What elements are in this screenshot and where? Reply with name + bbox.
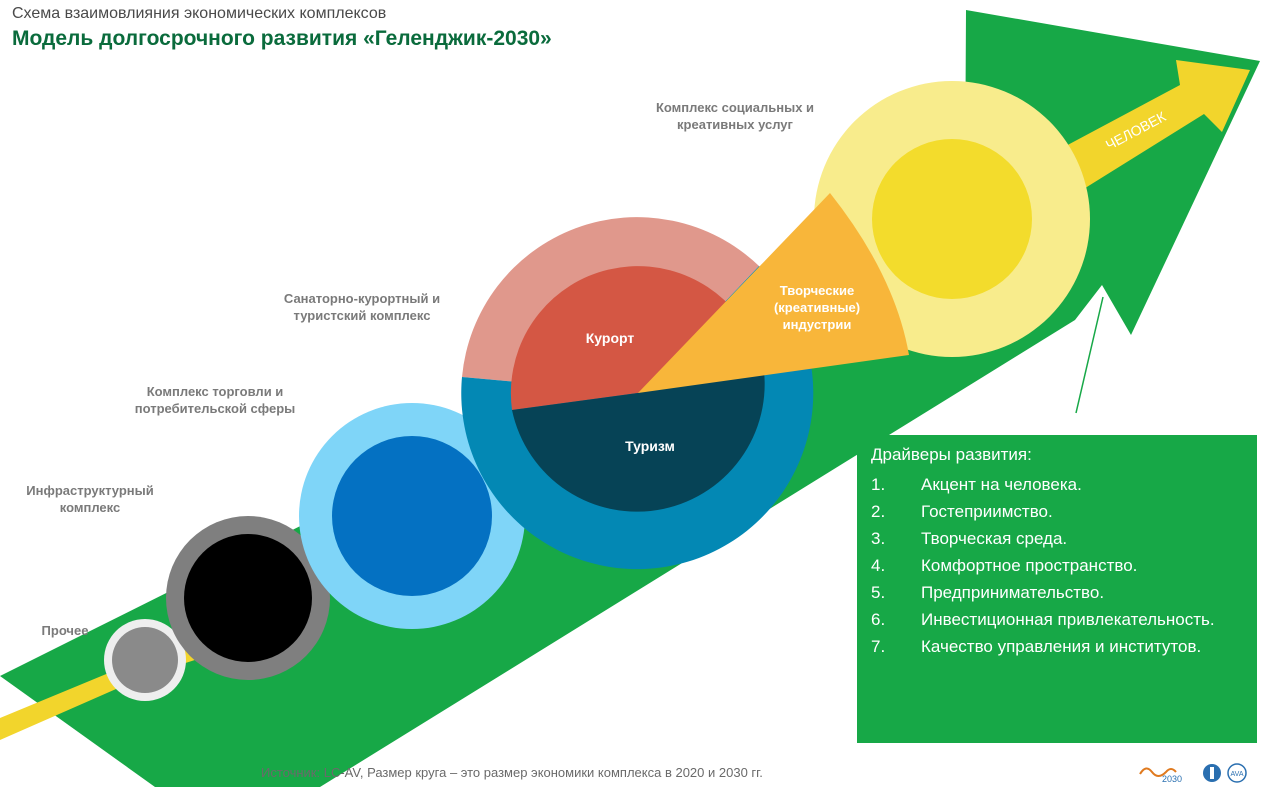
logos: 2030 AVA	[1139, 763, 1247, 784]
label-infra: Инфраструктурный комплекс	[26, 483, 154, 515]
driver-item: 7. Качество управления и институтов.	[871, 635, 1257, 658]
driver-text: Акцент на человека.	[921, 475, 1082, 494]
turizm-segment	[512, 358, 765, 512]
connector-line	[1075, 296, 1104, 414]
creative-wedge	[638, 193, 909, 393]
turizm-label: Туризм	[625, 438, 675, 454]
diagram-subtitle: Схема взаимовлияния экономических компле…	[12, 5, 387, 22]
lighthouse-logo	[1203, 764, 1221, 782]
drivers-box: Драйверы развития: 1. Акцент на человека.…	[857, 435, 1257, 743]
svg-text:AVA: AVA	[1231, 771, 1244, 778]
ava-logo: AVA	[1227, 763, 1247, 783]
yellow-arrow-head	[1062, 60, 1250, 190]
driver-item: 5. Предпринимательство.	[871, 581, 1257, 604]
driver-item: 3. Творческая среда.	[871, 527, 1257, 550]
driver-number: 6.	[871, 610, 886, 629]
driver-number: 4.	[871, 556, 886, 575]
driver-text: Гостеприимство.	[921, 502, 1053, 521]
kurort-segment	[510, 266, 738, 410]
svg-text:2030: 2030	[1162, 774, 1182, 784]
kurort-label: Курорт	[585, 330, 635, 346]
driver-item: 1. Акцент на человека.	[871, 473, 1257, 496]
gelendzhik-logo: 2030	[1139, 767, 1182, 784]
driver-text: Комфортное пространство.	[921, 556, 1138, 575]
driver-text: Качество управления и институтов.	[921, 637, 1202, 656]
driver-text: Инвестиционная привлекательность.	[921, 610, 1215, 629]
label-other: Прочее	[41, 623, 89, 638]
driver-number: 1.	[871, 475, 886, 494]
label-social: Комплекс социальных и креативных услуг	[655, 100, 815, 132]
driver-number: 7.	[871, 637, 886, 656]
drivers-title: Драйверы развития:	[871, 445, 1032, 464]
driver-text: Творческая среда.	[921, 529, 1068, 548]
driver-item: 2. Гостеприимство.	[871, 500, 1257, 523]
driver-item: 4. Комфортное пространство.	[871, 554, 1257, 577]
drivers-list: 1.Акцент на человека. 2.Гостеприимство. …	[871, 473, 1257, 658]
trade-inner-circle	[332, 436, 492, 596]
diagram-title: Модель долгосрочного развития «Геленджик…	[12, 27, 552, 50]
infra-inner-circle	[184, 534, 312, 662]
driver-item: 6. Инвестиционная привлекательность.	[871, 608, 1257, 631]
label-resort: Санаторно-курортный и туристский комплек…	[283, 291, 441, 323]
social-inner-circle	[872, 139, 1032, 299]
driver-number: 5.	[871, 583, 886, 602]
driver-text: Предпринимательство.	[921, 583, 1105, 602]
other-inner-circle	[112, 627, 178, 693]
driver-number: 2.	[871, 502, 886, 521]
driver-number: 3.	[871, 529, 886, 548]
source-note: Источник: LC-AV, Размер круга – это разм…	[261, 765, 763, 780]
label-trade: Комплекс торговли и потребительской сфер…	[134, 384, 296, 416]
creative-label: Творческие (креативные) индустрии	[773, 283, 861, 332]
